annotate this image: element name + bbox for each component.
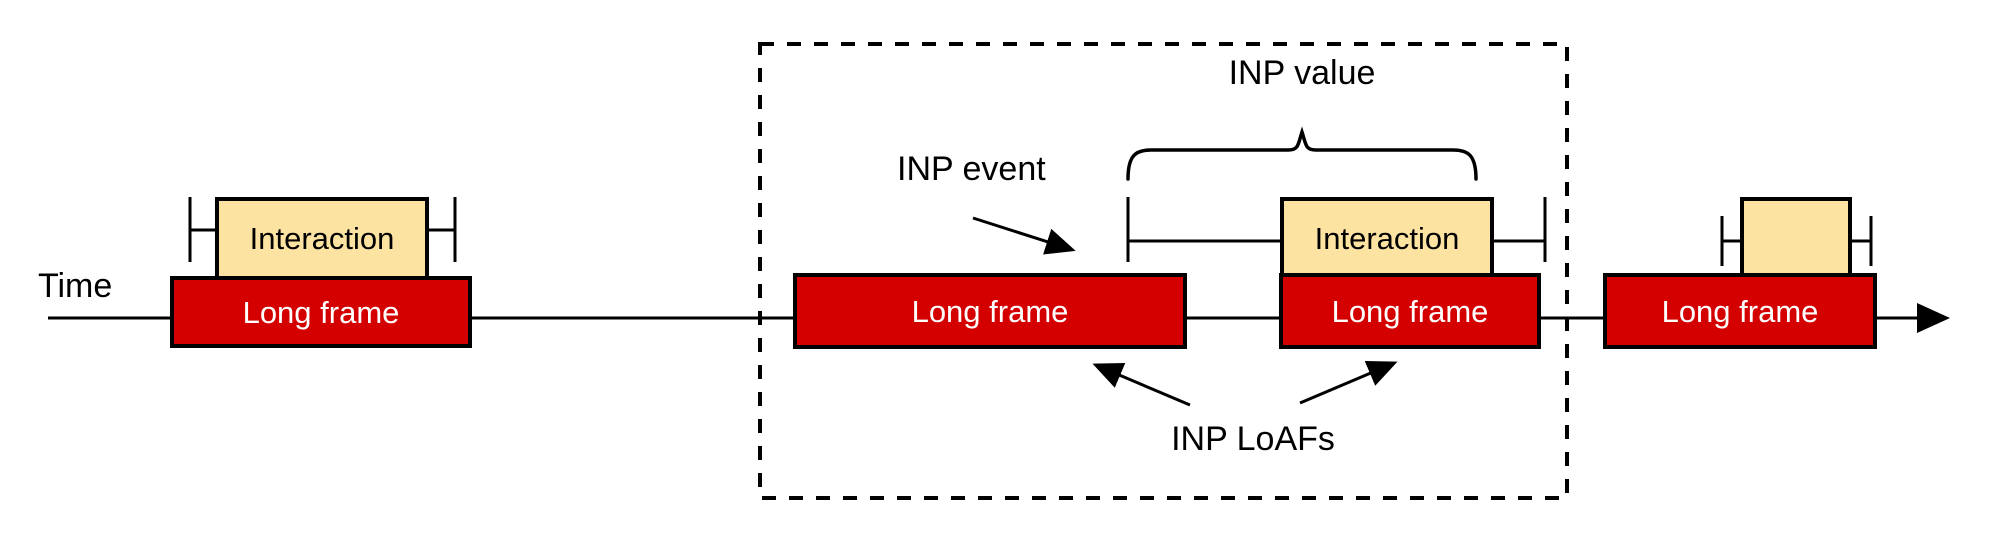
long-frame-label-3: Long frame bbox=[1332, 294, 1489, 329]
interaction-label-1: Interaction bbox=[250, 221, 395, 256]
interaction-measure-1 bbox=[188, 197, 457, 262]
long-frame-box-1 bbox=[170, 276, 472, 348]
long-frame-box-3 bbox=[1279, 273, 1541, 349]
inp-value-brace bbox=[1126, 126, 1478, 181]
long-frame-box-2 bbox=[793, 273, 1187, 349]
inp-value-label: INP value bbox=[1229, 54, 1376, 92]
time-axis-label: Time bbox=[38, 267, 112, 305]
long-frame-label-4: Long frame bbox=[1662, 294, 1819, 329]
inp-event-arrow bbox=[972, 216, 1076, 255]
long-frame-label-1: Long frame bbox=[243, 295, 400, 330]
inp-loafs-arrow-left bbox=[1092, 362, 1191, 407]
inp-loafs-label: INP LoAFs bbox=[1171, 420, 1335, 458]
interaction-box-2 bbox=[1280, 197, 1494, 281]
inp-event-label: INP event bbox=[897, 150, 1046, 188]
interaction-box-3 bbox=[1740, 197, 1852, 281]
interaction-measure-2 bbox=[1126, 197, 1547, 262]
inp-highlight-region bbox=[758, 42, 1569, 500]
long-frame-box-4 bbox=[1603, 273, 1877, 349]
interaction-label-2: Interaction bbox=[1315, 221, 1460, 256]
long-frame-label-2: Long frame bbox=[912, 294, 1069, 329]
inp-loafs-arrow-right bbox=[1299, 360, 1398, 405]
interaction-measure-3 bbox=[1720, 216, 1873, 266]
